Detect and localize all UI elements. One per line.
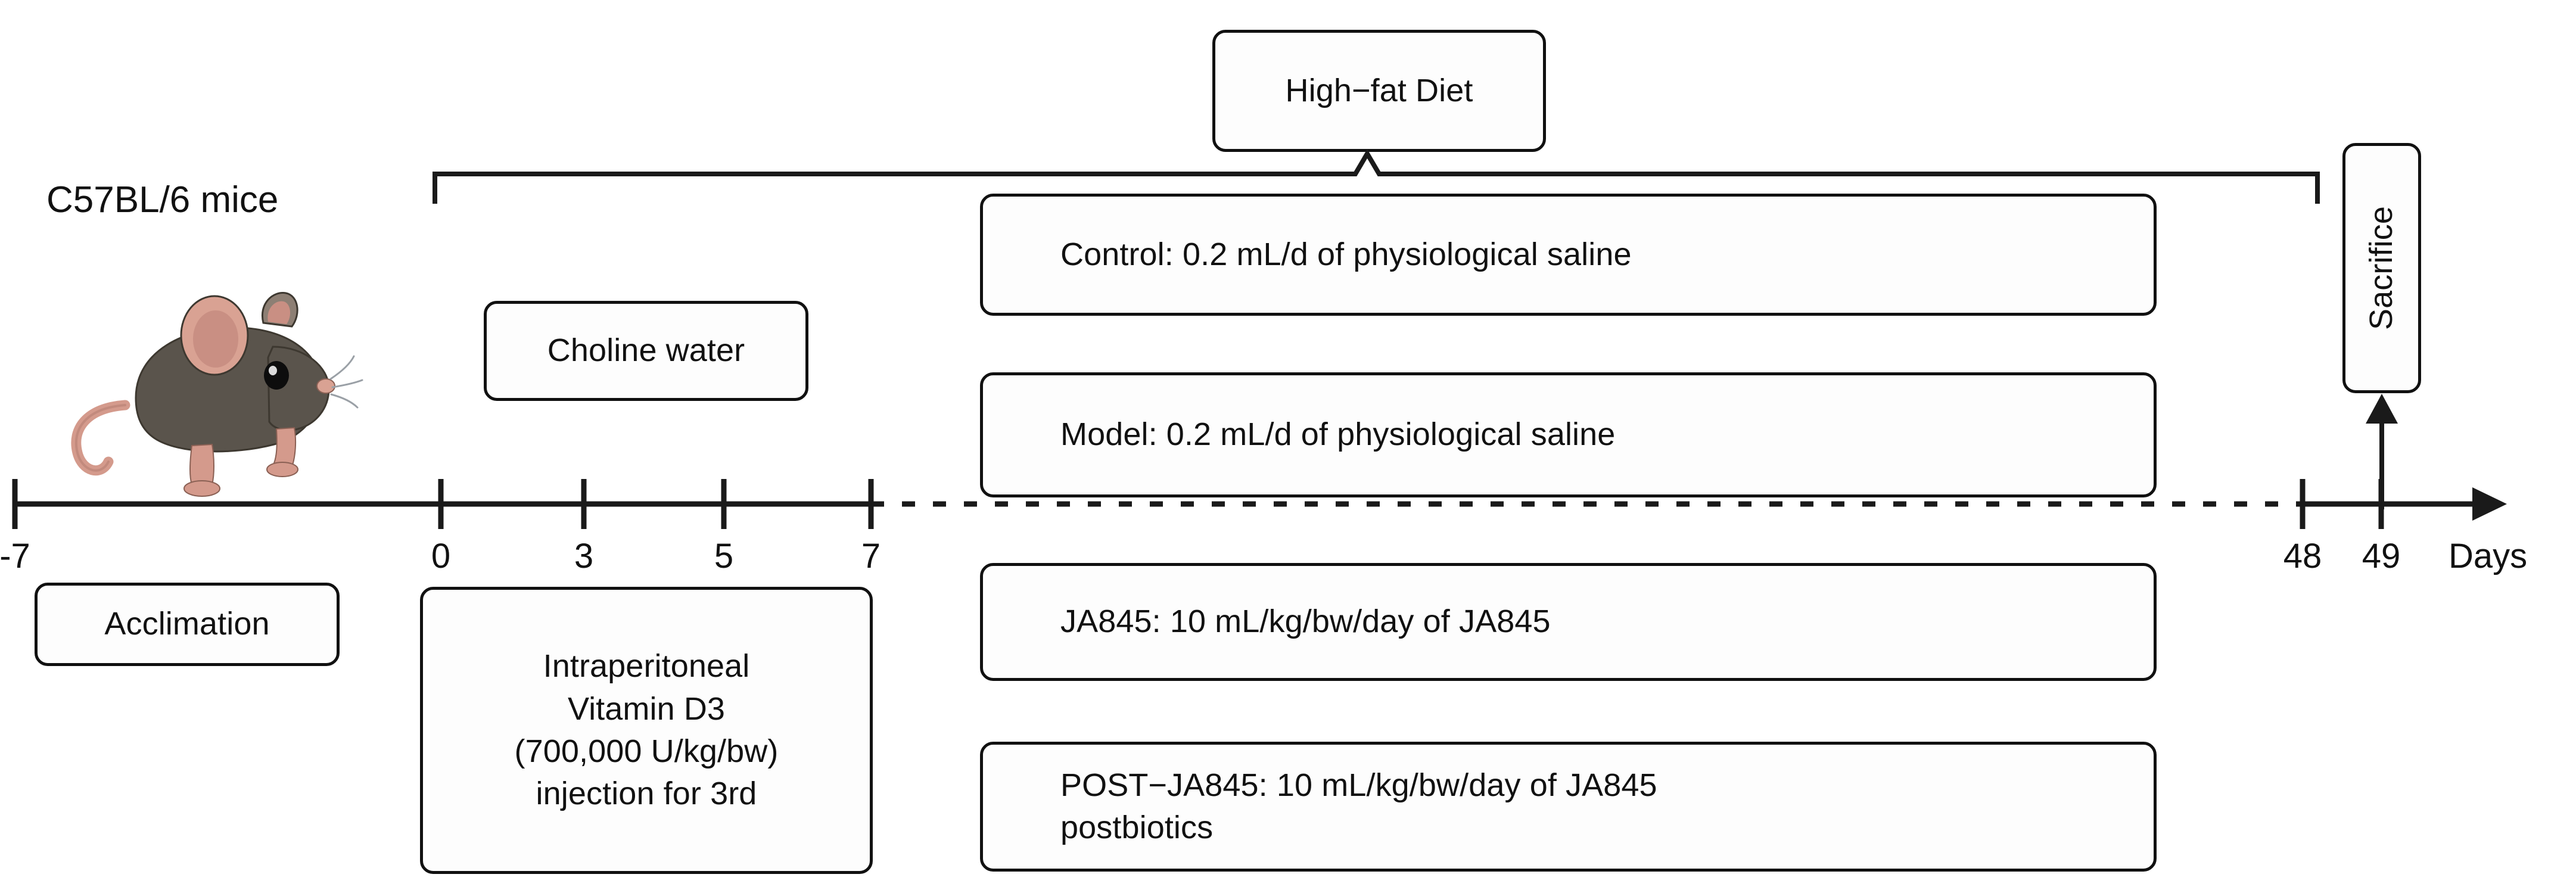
group-label-post-ja845-line1: POST−JA845: 10 mL/kg/bw/day of JA845 xyxy=(1060,767,1657,803)
group-box-ja845[interactable]: JA845: 10 mL/kg/bw/day of JA845 xyxy=(980,563,2157,681)
vitamin-d3-line2: Vitamin D3 xyxy=(567,690,726,727)
tick-label-7: 7 xyxy=(861,537,881,575)
animal-label: C57BL/6 mice xyxy=(46,179,279,220)
acclimation-label: Acclimation xyxy=(104,606,270,642)
group-label-post-ja845-line2: postbiotics xyxy=(1060,810,1214,845)
tick-label-49: 49 xyxy=(2362,537,2401,575)
group-box-post-ja845[interactable]: POST−JA845: 10 mL/kg/bw/day of JA845 pos… xyxy=(980,742,2157,872)
group-box-control[interactable]: Control: 0.2 mL/d of physiological salin… xyxy=(980,194,2157,316)
high-fat-diet-bracket xyxy=(429,149,2323,209)
group-box-model[interactable]: Model: 0.2 mL/d of physiological saline xyxy=(980,372,2157,497)
high-fat-diet-label: High−fat Diet xyxy=(1285,72,1473,108)
sacrifice-box[interactable]: Sacrifice xyxy=(2342,143,2421,393)
tick-label-48: 48 xyxy=(2283,537,2322,575)
choline-water-label: Choline water xyxy=(547,332,745,369)
timeline-axis xyxy=(0,471,2576,542)
tick-label-0: 0 xyxy=(431,537,451,575)
acclimation-box[interactable]: Acclimation xyxy=(35,583,340,666)
tick-label-minus7: -7 xyxy=(0,537,30,575)
tick-label-5: 5 xyxy=(714,537,734,575)
group-label-control: Control: 0.2 mL/d of physiological salin… xyxy=(1060,236,1632,272)
group-label-ja845: JA845: 10 mL/kg/bw/day of JA845 xyxy=(1060,603,1551,640)
vitamin-d3-line3: (700,000 U/kg/bw) xyxy=(514,733,779,769)
vitamin-d3-box[interactable]: Intraperitoneal Vitamin D3 (700,000 U/kg… xyxy=(420,587,873,874)
high-fat-diet-box[interactable]: High−fat Diet xyxy=(1212,30,1546,152)
tick-label-3: 3 xyxy=(574,537,594,575)
axis-unit-label: Days xyxy=(2449,537,2528,575)
vitamin-d3-line1: Intraperitoneal xyxy=(543,648,750,685)
choline-water-box[interactable]: Choline water xyxy=(484,301,808,401)
group-label-model: Model: 0.2 mL/d of physiological saline xyxy=(1060,416,1616,453)
vitamin-d3-line4: injection for 3rd xyxy=(536,776,757,812)
mouse-illustration xyxy=(36,280,363,506)
sacrifice-label: Sacrifice xyxy=(2363,206,2400,330)
